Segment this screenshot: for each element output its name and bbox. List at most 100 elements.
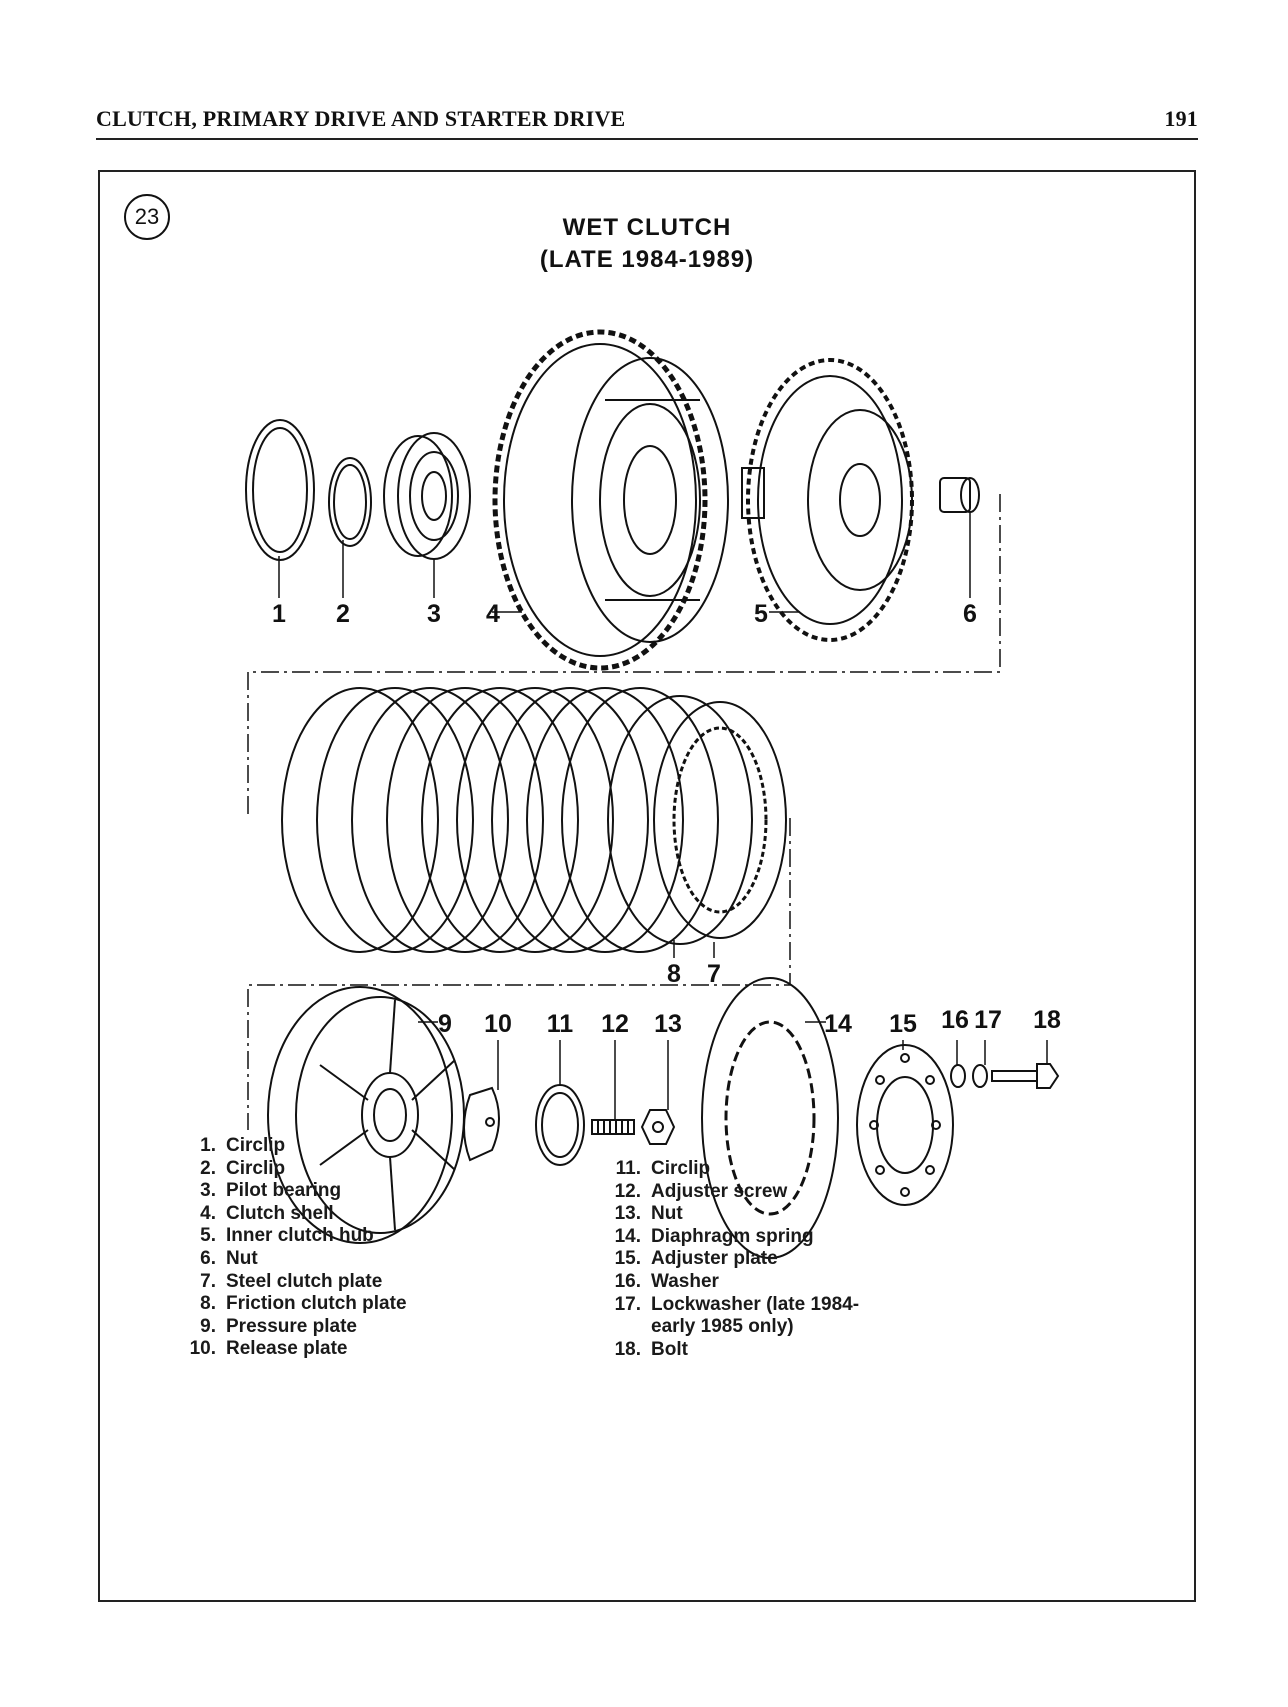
callout-11: 11 <box>547 1010 574 1038</box>
legend-text: Steel clutch plate <box>226 1270 383 1292</box>
legend-item: 12. Adjuster screw <box>603 1181 859 1204</box>
part-15-adjuster-plate <box>856 1044 954 1206</box>
part-1-circlip <box>245 419 315 561</box>
legend-text: Pressure plate <box>226 1315 357 1337</box>
part-3-pilot-bearing <box>383 432 471 560</box>
legend-item: 13. Nut <box>603 1203 859 1226</box>
callout-4: 4 <box>486 600 500 628</box>
figure-title: WET CLUTCH <box>562 214 732 241</box>
part-5-inner-clutch-hub <box>741 358 914 642</box>
running-head: CLUTCH, PRIMARY DRIVE AND STARTER DRIVE … <box>96 104 1198 140</box>
part-13-nut <box>640 1109 676 1145</box>
legend-text: Lockwasher (late 1984- <box>651 1293 860 1315</box>
part-18-bolt <box>991 1063 1060 1089</box>
legend-number: 15. <box>614 1248 641 1270</box>
figure-number-badge: 23 <box>124 194 170 240</box>
legend-text: Clutch shell <box>226 1202 334 1224</box>
legend-number: 2. <box>200 1157 216 1179</box>
part-6-nut <box>939 477 980 513</box>
legend-item: 4. Clutch shell <box>178 1203 407 1226</box>
part-4-clutch-shell <box>492 329 729 671</box>
part-14-diaphragm-spring <box>701 977 839 1259</box>
legend-text: Release plate <box>226 1338 348 1360</box>
legend-text: Adjuster plate <box>651 1248 778 1270</box>
callout-8: 8 <box>667 960 681 988</box>
legend-item: 18. Bolt <box>603 1339 859 1362</box>
legend-text: Circlip <box>226 1157 286 1179</box>
callout-12: 12 <box>601 1010 629 1038</box>
part-10-release-plate <box>463 1086 500 1162</box>
callout-labels: 1 2 3 4 5 6 7 8 9 10 11 12 13 14 15 16 1… <box>272 600 1061 1038</box>
parts-7-8-clutch-plates <box>281 687 787 953</box>
parts-legend-left: 1. Circlip 2. Circlip 3. Pilot bearing 4. Cl… <box>178 1135 407 1361</box>
callout-16: 16 <box>941 1006 969 1034</box>
legend-number: 4. <box>200 1202 216 1224</box>
callout-15: 15 <box>889 1010 917 1038</box>
part-2-circlip <box>328 457 372 547</box>
callout-9: 9 <box>438 1010 452 1038</box>
part-17-lockwasher <box>972 1064 988 1088</box>
legend-number: 12. <box>614 1180 641 1202</box>
legend-item: 9. Pressure plate <box>178 1316 407 1339</box>
legend-number: 1. <box>200 1135 216 1156</box>
legend-number: 10. <box>189 1338 216 1360</box>
legend-number: 9. <box>200 1315 216 1337</box>
legend-text: Nut <box>651 1203 683 1225</box>
legend-number: 5. <box>200 1225 216 1247</box>
legend-text: Friction clutch plate <box>226 1293 407 1315</box>
callout-1: 1 <box>272 600 286 628</box>
legend-item: 17. Lockwasher (late 1984- <box>603 1294 859 1317</box>
legend-number: 13. <box>614 1203 641 1225</box>
legend-item-continuation: early 1985 only) <box>651 1316 794 1338</box>
leader-lines <box>278 512 1048 1119</box>
callout-10: 10 <box>484 1010 512 1038</box>
callout-3: 3 <box>427 600 441 628</box>
callout-17: 17 <box>974 1006 1002 1034</box>
legend-item: 3. Pilot bearing <box>178 1180 407 1203</box>
legend-item: 11. Circlip <box>603 1158 859 1181</box>
legend-text: Washer <box>651 1270 719 1292</box>
callout-7: 7 <box>707 960 721 988</box>
legend-number: 11. <box>615 1158 641 1179</box>
legend-text: Pilot bearing <box>226 1180 342 1202</box>
legend-item: 5. Inner clutch hub <box>178 1225 407 1248</box>
part-11-circlip <box>535 1084 585 1166</box>
legend-text: Bolt <box>651 1338 688 1360</box>
legend-number: 7. <box>200 1270 216 1292</box>
figure-subtitle: (LATE 1984-1989) <box>539 246 755 273</box>
legend-item: 6.Nut <box>178 1248 407 1271</box>
legend-number: 18. <box>614 1338 641 1360</box>
legend-item: 14. Diaphragm spring <box>603 1226 859 1249</box>
callout-5: 5 <box>754 600 768 628</box>
chapter-title: CLUTCH, PRIMARY DRIVE AND STARTER DRIVE <box>96 106 626 131</box>
legend-text: Circlip <box>226 1135 286 1156</box>
legend-text: Inner clutch hub <box>226 1225 374 1247</box>
part-16-washer <box>950 1064 966 1088</box>
part-12-adjuster-screw <box>591 1119 635 1135</box>
callout-14: 14 <box>824 1010 852 1038</box>
legend-item: 8. Friction clutch plate <box>178 1293 407 1316</box>
legend-number: 17. <box>614 1293 641 1315</box>
legend-item: 1. Circlip <box>178 1135 407 1158</box>
legend-number: 8. <box>200 1293 216 1315</box>
legend-item: 10. Release plate <box>178 1338 407 1361</box>
legend-item: 16. Washer <box>603 1271 859 1294</box>
legend-text: Nut <box>226 1247 258 1269</box>
legend-item: 15. Adjuster plate <box>603 1248 859 1271</box>
callout-18: 18 <box>1033 1006 1061 1034</box>
legend-item: 7. Steel clutch plate <box>178 1271 407 1294</box>
callout-2: 2 <box>336 600 350 628</box>
legend-number: 3. <box>200 1180 216 1202</box>
legend-text: Circlip <box>651 1158 711 1179</box>
callout-6: 6 <box>963 600 977 628</box>
page-number: 191 <box>1164 106 1198 131</box>
parts-legend-right: 11. Circlip 12. Adjuster screw 13. Nut 14. D… <box>603 1158 859 1361</box>
legend-number: 14. <box>614 1225 641 1247</box>
legend-text: Adjuster screw <box>651 1180 788 1202</box>
legend-text: Diaphragm spring <box>651 1225 814 1247</box>
legend-number: 16. <box>614 1270 641 1292</box>
assembly-lines <box>247 494 1001 1130</box>
legend-item: 2. Circlip <box>178 1158 407 1181</box>
callout-13: 13 <box>654 1010 682 1038</box>
